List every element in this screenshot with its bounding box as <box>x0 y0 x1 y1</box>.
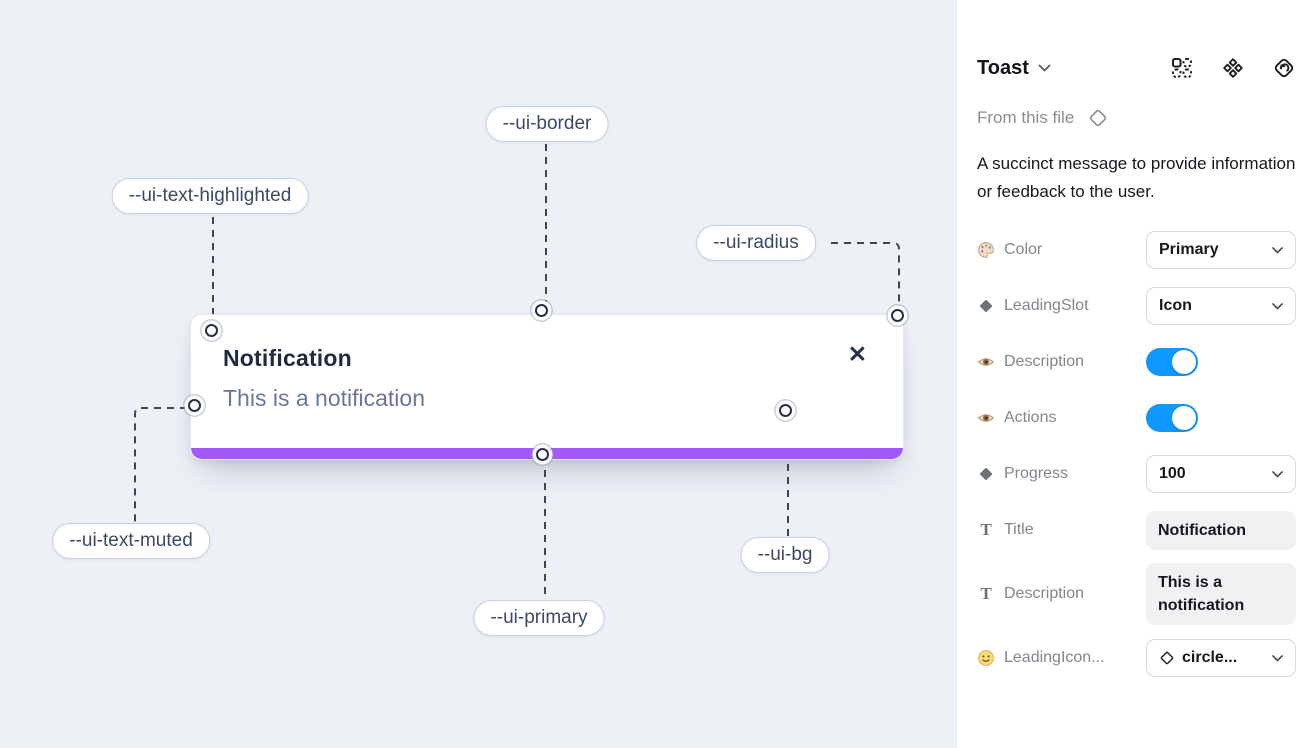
prop-row-title: T Title Notification <box>977 502 1296 558</box>
prop-row-description: Description <box>977 334 1296 390</box>
anchor-dot-bg <box>779 404 792 417</box>
local-component-icon <box>1090 109 1107 127</box>
prop-label-leadingicon: LeadingIcon... <box>1004 649 1105 666</box>
chevron-down-icon <box>1272 302 1283 309</box>
panel-header: Toast <box>977 56 1296 80</box>
source-label: From this file <box>977 108 1075 127</box>
palette-icon <box>978 242 994 258</box>
prop-label-color: Color <box>1004 241 1043 258</box>
toast-description: This is a notification <box>223 385 425 411</box>
design-canvas[interactable]: --ui-text-highlighted --ui-border --ui-r… <box>0 0 957 748</box>
leadingslot-select[interactable]: Icon <box>1146 287 1296 325</box>
prop-label-description-text: Description <box>1004 585 1085 602</box>
source-row: From this file <box>977 106 1296 130</box>
color-select[interactable]: Primary <box>1146 231 1296 269</box>
toast-component-preview[interactable]: Notification This is a notification ✕ <box>190 314 904 460</box>
anchor-dot-border <box>535 304 548 317</box>
prop-row-actions: Actions <box>977 390 1296 446</box>
panel-title: Toast <box>977 56 1029 79</box>
leadingicon-select[interactable]: circle... <box>1146 639 1296 677</box>
text-icon: T <box>980 584 992 603</box>
chevron-down-icon <box>1272 654 1283 661</box>
css-var-pill-text-muted[interactable]: --ui-text-muted <box>52 523 210 559</box>
variants-icon[interactable] <box>1221 56 1245 80</box>
prop-label-title: Title <box>1004 521 1034 538</box>
toast-title: Notification <box>223 345 352 371</box>
component-name-dropdown[interactable]: Toast <box>977 57 1051 80</box>
prop-row-progress: Progress 100 <box>977 446 1296 502</box>
css-var-pill-border[interactable]: --ui-border <box>485 106 609 142</box>
css-var-pill-radius[interactable]: --ui-radius <box>696 225 816 261</box>
css-var-pill-bg[interactable]: --ui-bg <box>740 537 830 573</box>
css-var-pill-text-highlighted[interactable]: --ui-text-highlighted <box>111 178 309 214</box>
prop-label-description: Description <box>1004 353 1085 370</box>
properties-panel: Toast From this file <box>957 0 1312 748</box>
text-icon: T <box>980 520 992 539</box>
anchor-dot-primary <box>536 448 549 461</box>
css-var-pill-primary[interactable]: --ui-primary <box>473 600 605 636</box>
prop-row-leadingicon: LeadingIcon... circle... <box>977 630 1296 686</box>
swap-instance-icon[interactable] <box>1272 56 1296 80</box>
anchor-dot-text-highlighted <box>205 324 218 337</box>
title-field[interactable]: Notification <box>1146 510 1296 550</box>
close-icon[interactable]: ✕ <box>847 341 867 367</box>
eye-icon <box>977 414 995 422</box>
property-list: Color Primary LeadingSlot Icon <box>977 222 1296 686</box>
progress-select[interactable]: 100 <box>1146 455 1296 493</box>
prop-row-description-text: T Description This is a notification <box>977 558 1296 630</box>
description-toggle[interactable] <box>1146 348 1198 376</box>
prop-label-leadingslot: LeadingSlot <box>1004 297 1089 314</box>
chevron-down-icon <box>1272 246 1283 253</box>
actions-toggle[interactable] <box>1146 404 1198 432</box>
anchor-dot-text-muted <box>188 399 201 412</box>
prop-label-progress: Progress <box>1004 465 1069 482</box>
component-description: A succinct message to provide informatio… <box>977 154 1296 201</box>
component-grid-icon[interactable] <box>1170 56 1194 80</box>
prop-row-leadingslot: LeadingSlot Icon <box>977 278 1296 334</box>
chevron-down-icon <box>1272 470 1283 477</box>
anchor-dot-radius <box>891 309 904 322</box>
diamond-icon <box>979 299 993 313</box>
prop-label-actions: Actions <box>1004 409 1057 426</box>
chevron-down-icon <box>1038 64 1051 72</box>
diamond-icon <box>979 467 993 481</box>
eye-icon <box>977 358 995 366</box>
diamond-outline-icon <box>1160 651 1174 665</box>
prop-row-color: Color Primary <box>977 222 1296 278</box>
smiley-icon <box>978 650 994 666</box>
description-field[interactable]: This is a notification <box>1146 563 1296 625</box>
